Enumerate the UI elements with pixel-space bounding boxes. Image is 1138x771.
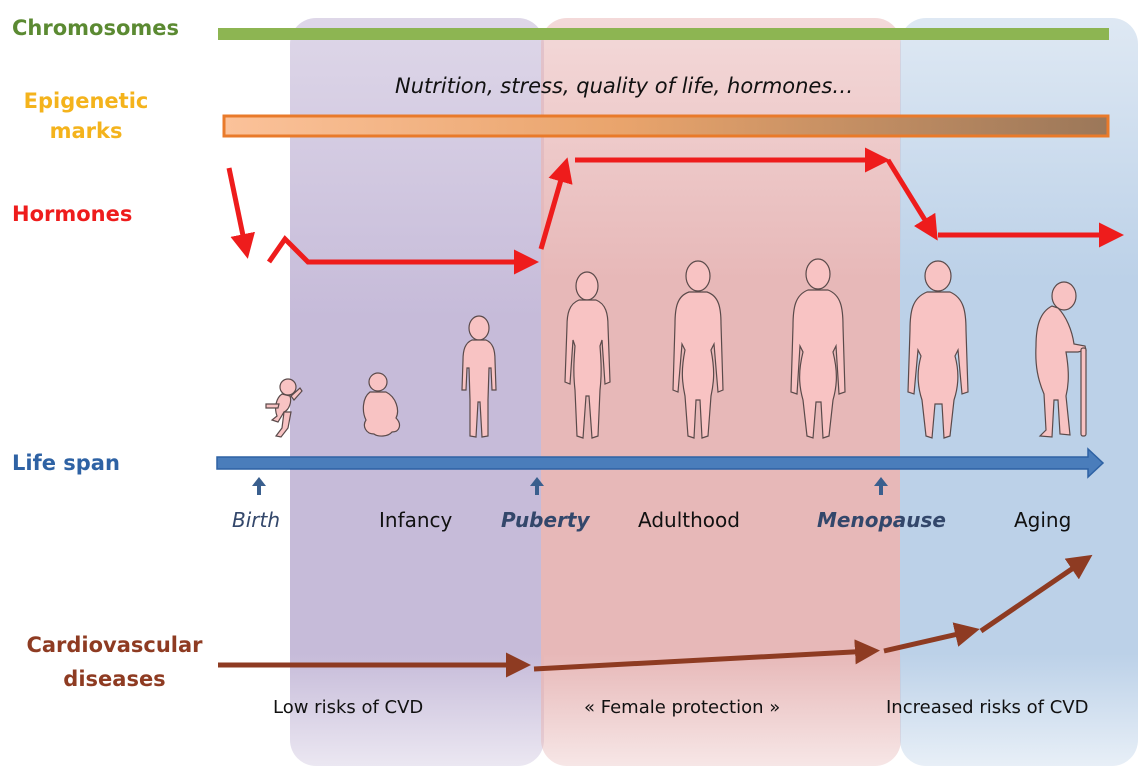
epigenetic-bar	[224, 116, 1108, 136]
stage-infancy: Infancy	[379, 508, 452, 532]
chromosomes-bar	[218, 28, 1109, 40]
elderly-figure	[1036, 282, 1086, 437]
hormone-arrow-puberty-rise	[541, 166, 565, 249]
menopause-marker-icon	[874, 477, 888, 495]
stage-adulthood: Adulthood	[638, 508, 740, 532]
risk-low-label: Low risks of CVD	[273, 697, 423, 718]
stage-birth: Birth	[232, 508, 280, 532]
hormone-line-infancy	[269, 239, 530, 262]
cvd-arrow-aging	[981, 560, 1085, 631]
hormone-arrow-menopause-drop	[888, 160, 933, 233]
life-span-arrow	[217, 449, 1103, 477]
cardiovascular-diseases-label: Cardiovascular diseases	[12, 628, 217, 696]
stage-markers	[252, 477, 888, 495]
hormone-arrows	[229, 160, 1115, 262]
chromosomes-label: Chromosomes	[12, 16, 179, 40]
risk-increased-label: Increased risks of CVD	[886, 697, 1088, 718]
risk-female-protection-label: « Female protection »	[584, 697, 780, 718]
hormone-arrow-birth-drop	[229, 168, 246, 250]
child-figure	[462, 316, 496, 437]
birth-marker-icon	[252, 477, 266, 495]
stage-menopause: Menopause	[817, 508, 946, 532]
epigenetic-factors-note: Nutrition, stress, quality of life, horm…	[395, 74, 853, 98]
woman-figure	[791, 259, 845, 438]
cvd-arrow-menopause	[884, 631, 971, 651]
cvd-arrows	[218, 560, 1085, 669]
adult-figure	[673, 261, 723, 438]
baby-figure	[363, 373, 399, 436]
epigenetic-marks-label: Epigenetic marks	[12, 86, 160, 146]
puberty-marker-icon	[530, 477, 544, 495]
silhouettes	[266, 259, 1086, 438]
life-span-label: Life span	[12, 451, 120, 475]
newborn-figure	[266, 379, 302, 437]
hormones-label: Hormones	[12, 202, 132, 226]
cvd-arrow-female	[534, 651, 871, 669]
stage-puberty: Puberty	[501, 508, 590, 532]
stage-aging: Aging	[1014, 508, 1071, 532]
teen-figure	[565, 272, 610, 438]
cane-icon	[1081, 348, 1086, 436]
older-woman-figure	[908, 261, 968, 438]
